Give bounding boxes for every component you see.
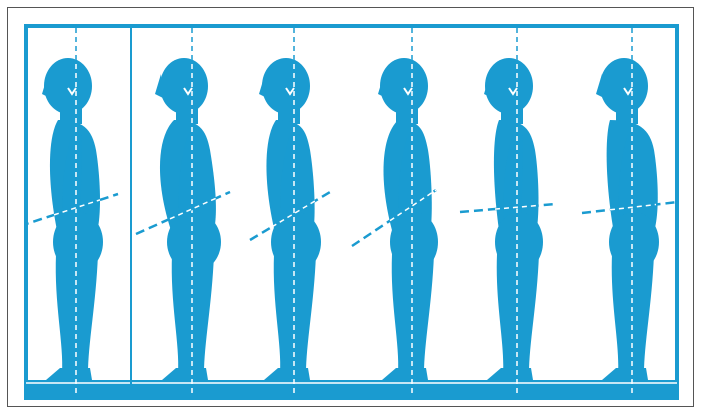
head bbox=[262, 58, 310, 114]
posture-figure bbox=[24, 24, 679, 400]
head bbox=[44, 58, 92, 114]
figure-border bbox=[26, 26, 677, 398]
head bbox=[600, 58, 648, 114]
head bbox=[380, 58, 428, 114]
head bbox=[485, 58, 533, 114]
head bbox=[160, 58, 208, 114]
